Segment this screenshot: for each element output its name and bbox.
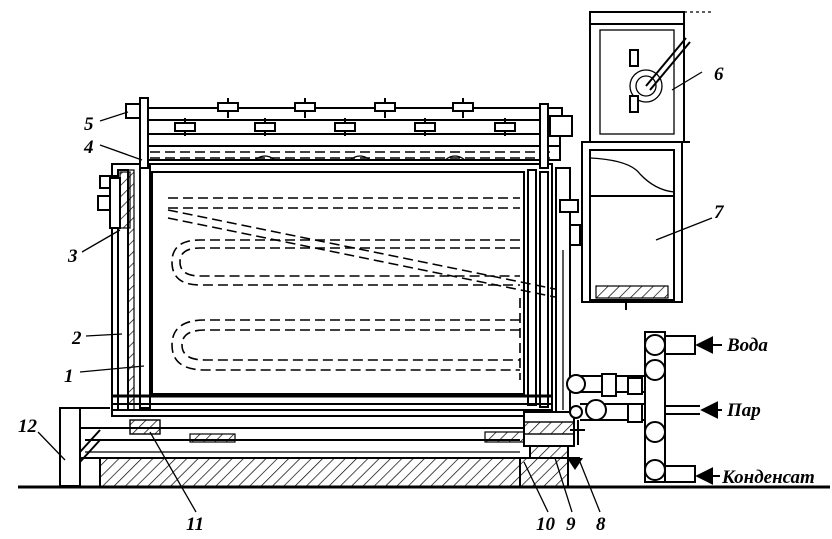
top-lid [125, 97, 573, 169]
callout-4: 4 [83, 137, 94, 158]
callout-8: 8 [596, 514, 606, 535]
cabinet [111, 163, 553, 435]
callout-5: 5 [84, 114, 94, 135]
bottom-flange [523, 411, 583, 470]
callout-3: 3 [67, 246, 78, 267]
heating-coils [167, 197, 561, 380]
side-riser [555, 167, 581, 419]
water-label: Вода [726, 335, 768, 356]
door-latch [97, 171, 131, 229]
callout-12: 12 [18, 416, 38, 437]
callout-11: 11 [186, 514, 204, 535]
callout-9: 9 [566, 514, 576, 535]
callout-1: 1 [64, 366, 74, 387]
supply-piping [566, 331, 700, 483]
callout-2: 2 [71, 328, 82, 349]
heater-unit [588, 11, 712, 143]
condensate-label: Конденсат [721, 467, 815, 488]
callout-6: 6 [714, 64, 724, 85]
drain-pipe [59, 407, 110, 487]
callout-7: 7 [714, 202, 725, 223]
steam-label: Пар [726, 400, 761, 421]
callout-10: 10 [536, 514, 556, 535]
water-tank [581, 141, 683, 310]
leader-lines [37, 71, 713, 513]
